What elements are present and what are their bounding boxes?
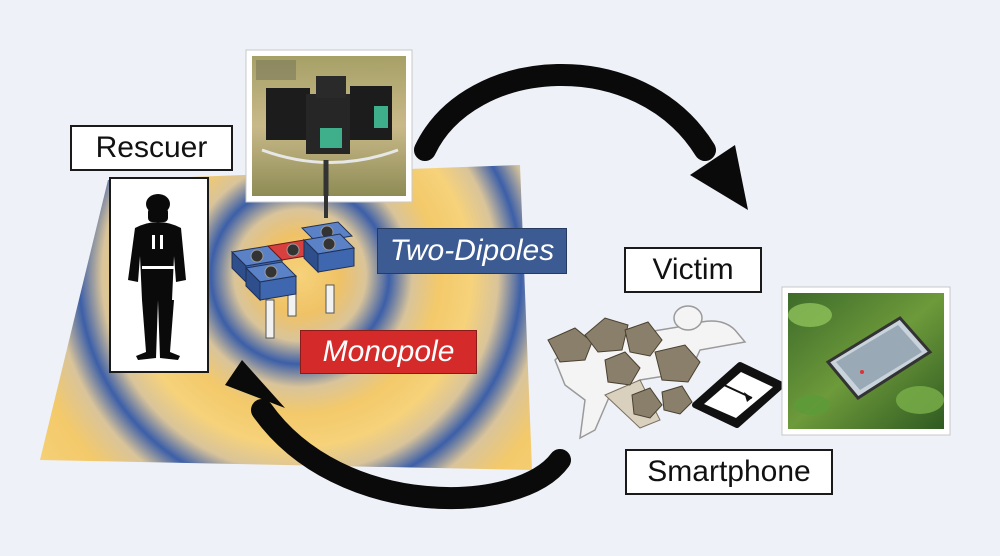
rescuer-panel xyxy=(109,177,209,373)
monopole-text: Monopole xyxy=(322,335,455,368)
rescuer-label: Rescuer xyxy=(70,125,233,171)
monopole-tag: Monopole xyxy=(300,330,477,374)
rubble-rocks xyxy=(547,317,701,419)
firefighter-silhouette-icon xyxy=(128,194,186,360)
arrow-bottom-head xyxy=(225,360,285,408)
lying-person-under-rubble-icon xyxy=(547,305,747,440)
array-photo xyxy=(245,49,413,203)
smartphone-label: Smartphone xyxy=(625,449,833,495)
two-dipoles-text: Two-Dipoles xyxy=(389,234,555,267)
speaker-array-icon xyxy=(230,221,356,339)
smartphone-text: Smartphone xyxy=(647,455,811,488)
smartphone-icon xyxy=(692,362,785,428)
speaker-box-right xyxy=(302,233,356,274)
arrow-bottom xyxy=(225,360,571,509)
arrow-top xyxy=(414,64,748,210)
victim-label: Victim xyxy=(624,247,762,293)
speaker-box-front xyxy=(244,261,298,302)
arrow-top-head xyxy=(690,145,748,210)
phone-photo xyxy=(781,286,951,436)
rescuer-text: Rescuer xyxy=(95,131,208,164)
two-dipoles-tag: Two-Dipoles xyxy=(377,228,567,274)
victim-text: Victim xyxy=(652,253,734,286)
